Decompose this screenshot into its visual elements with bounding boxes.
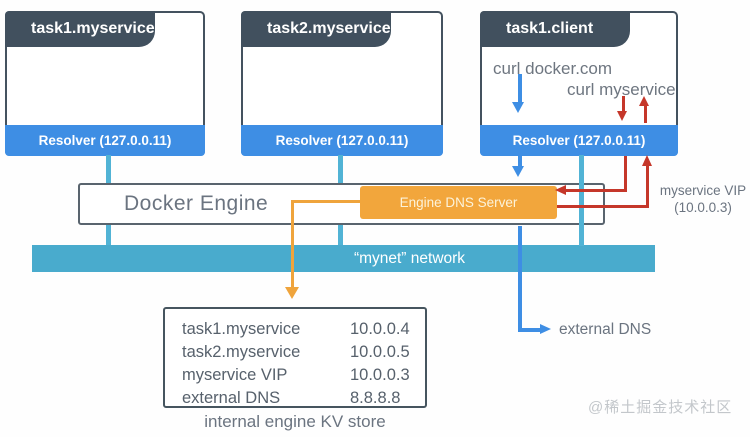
- down-arrow-orange-icon: [285, 287, 299, 299]
- container-title: task2.myservice: [241, 11, 391, 47]
- network-connector-client: [579, 155, 584, 246]
- external-dns-label: external DNS: [559, 321, 652, 338]
- table-row: task1.myservice 10.0.0.4: [182, 318, 425, 341]
- kv-key: task2.myservice: [182, 343, 301, 361]
- vip-reply-line-vertical: [646, 165, 649, 208]
- vip-query-line-vertical: [624, 156, 627, 192]
- kv-value: 10.0.0.3: [350, 366, 410, 384]
- kv-value: 10.0.0.4: [350, 320, 410, 338]
- resolver-bar: Resolver (127.0.0.11): [5, 125, 205, 156]
- external-query-line-horizontal: [518, 328, 542, 332]
- table-row: myservice VIP 10.0.0.3: [182, 364, 425, 387]
- resolver-bar: Resolver (127.0.0.11): [241, 125, 443, 156]
- container-task1-client: task1.client curl docker.com curl myserv…: [480, 11, 678, 156]
- resolver-bar: Resolver (127.0.0.11): [480, 125, 678, 156]
- kv-key: external DNS: [182, 389, 281, 407]
- vip-query-line-horizontal: [566, 189, 627, 192]
- engine-dns-server-box: Engine DNS Server: [360, 186, 557, 219]
- kv-store-link-horizontal: [291, 200, 360, 203]
- external-query-line-top: [518, 156, 522, 168]
- kv-store-caption: internal engine KV store: [204, 412, 386, 431]
- container-title: task1.myservice: [5, 11, 155, 47]
- curl-docker-query-line: [518, 74, 522, 104]
- table-row: task2.myservice 10.0.0.5: [182, 341, 425, 364]
- curl-docker-com-text: curl docker.com: [493, 59, 613, 78]
- container-task1-myservice: task1.myservice Resolver (127.0.0.11): [5, 11, 205, 156]
- container-title: task1.client: [480, 11, 630, 47]
- kv-value: 10.0.0.5: [350, 343, 410, 361]
- curl-myservice-query-line: [622, 96, 625, 113]
- kv-store-table: task1.myservice 10.0.0.4 task2.myservice…: [163, 307, 427, 408]
- myservice-vip-annotation: myservice VIP (10.0.0.3): [656, 182, 750, 216]
- down-arrow-red-icon: [617, 111, 627, 121]
- myservice-vip-text: myservice VIP: [659, 183, 747, 198]
- up-arrow-red-icon: [642, 155, 652, 166]
- kv-key: myservice VIP: [182, 366, 288, 384]
- watermark-text: @稀土掘金技术社区: [588, 399, 733, 416]
- myservice-vip-ip: (10.0.0.3): [674, 200, 732, 215]
- left-arrow-red-icon: [555, 185, 566, 195]
- table-row: external DNS 8.8.8.8: [182, 387, 425, 410]
- docker-engine-title: Docker Engine: [124, 192, 269, 215]
- down-arrow-blue-icon: [512, 166, 524, 177]
- up-arrow-red-icon: [639, 96, 649, 106]
- curl-myservice-text: curl myservice: [567, 80, 676, 99]
- down-arrow-blue-icon: [512, 102, 524, 113]
- curl-myservice-reply-line: [644, 106, 647, 123]
- kv-key: task1.myservice: [182, 320, 301, 338]
- right-arrow-blue-icon: [540, 324, 551, 334]
- external-query-line-vertical: [518, 226, 522, 331]
- mynet-network-bar: “mynet” network: [32, 245, 655, 272]
- container-task2-myservice: task2.myservice Resolver (127.0.0.11): [241, 11, 443, 156]
- vip-reply-line-horizontal: [557, 205, 649, 208]
- kv-value: 8.8.8.8: [350, 389, 401, 407]
- kv-store-link-vertical: [291, 200, 294, 288]
